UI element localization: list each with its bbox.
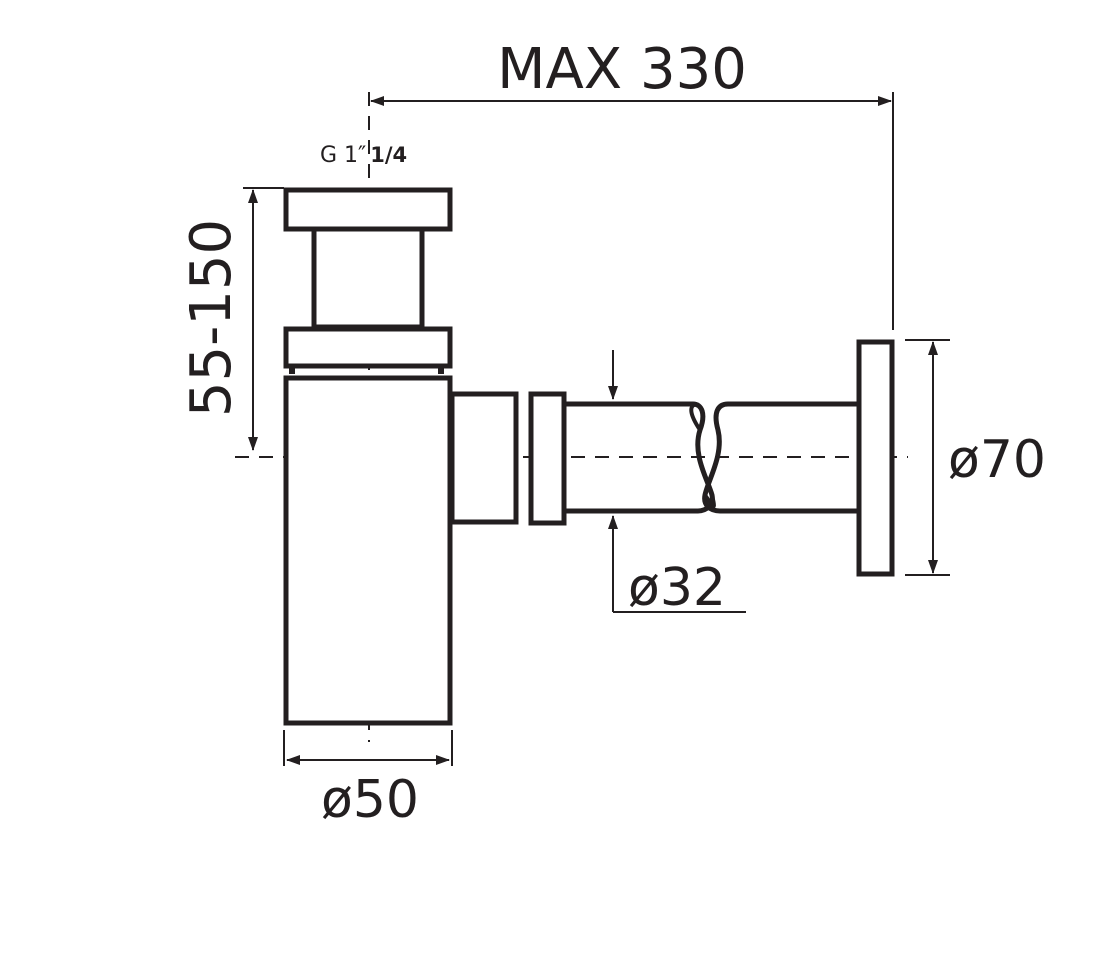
pipe-section-right (702, 401, 858, 514)
thread-label: G 1″1/4 (320, 143, 407, 168)
pipe-break-curve (689, 402, 702, 432)
top-cap (283, 187, 453, 232)
outlet-pipe (564, 401, 858, 514)
max-length-label: MAX 330 (497, 37, 747, 102)
outlet-connector (449, 391, 519, 525)
flange-diameter-label: ø70 (948, 430, 1046, 490)
neck (311, 226, 425, 330)
height-range-label: 55-150 (179, 219, 244, 417)
pipe-break-curve (703, 493, 716, 509)
trap-body (283, 375, 453, 726)
lower-cap (283, 326, 453, 369)
thread-fraction: 1/4 (370, 143, 407, 167)
foot-left (289, 366, 295, 374)
foot-right (438, 366, 444, 374)
thread-size: G 1″ (320, 143, 366, 168)
pipe-section-left (564, 401, 715, 514)
outlet-nut (528, 391, 567, 526)
pipe-diameter-label: ø32 (628, 558, 726, 618)
body-diameter-label: ø50 (321, 770, 419, 830)
wall-flange (856, 339, 895, 577)
